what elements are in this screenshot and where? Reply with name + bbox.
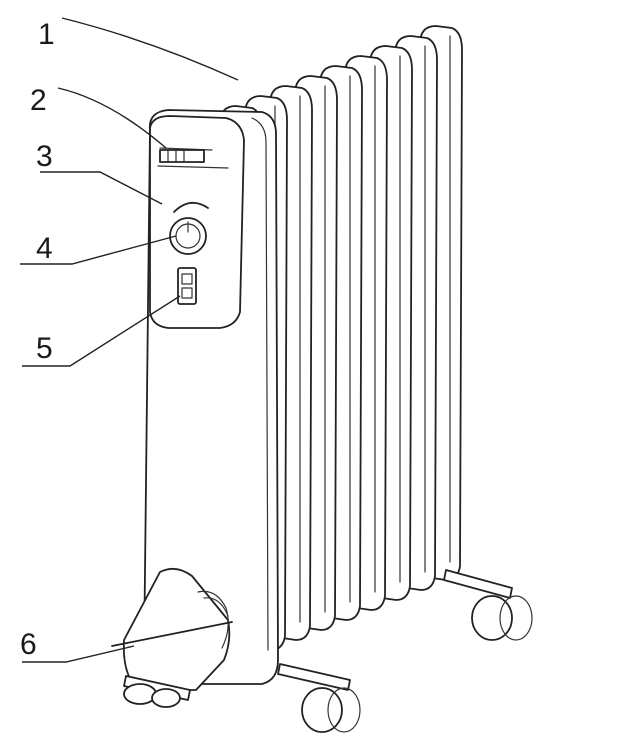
leader-1 <box>61 17 239 81</box>
leader-3 <box>40 171 163 205</box>
callout-3: 3 <box>36 140 53 173</box>
leader-6 <box>22 645 135 663</box>
rear-wheel <box>443 569 533 641</box>
dial-arc <box>173 202 209 213</box>
thermostat-knob[interactable] <box>169 217 207 255</box>
thermostat-indicator <box>159 149 205 163</box>
callout-2: 2 <box>30 84 47 117</box>
front-wheel-left <box>123 675 191 708</box>
leader-5 <box>22 295 181 367</box>
callout-1: 1 <box>38 18 55 51</box>
power-switch[interactable] <box>177 267 197 305</box>
leader-4 <box>20 235 177 265</box>
cord-wrap <box>111 567 233 691</box>
front-wheel-right <box>277 663 361 733</box>
callout-4: 4 <box>36 232 53 265</box>
leader-2 <box>57 87 167 149</box>
callout-6: 6 <box>20 628 37 661</box>
callout-5: 5 <box>36 332 53 365</box>
